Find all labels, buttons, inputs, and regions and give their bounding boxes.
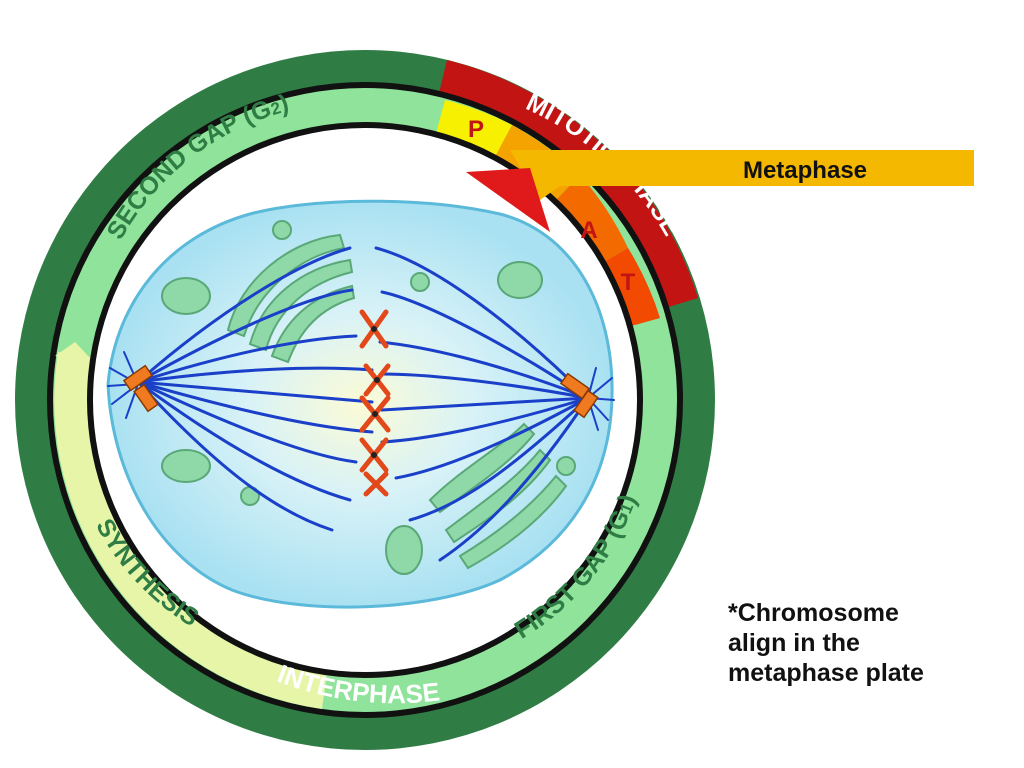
metaphase-callout-label: Metaphase: [743, 157, 867, 184]
note-line-2: align in the: [728, 629, 860, 657]
spindle-fibers: [136, 246, 590, 562]
telophase-letter: T: [621, 269, 636, 296]
anaphase-letter: A: [580, 217, 597, 244]
note-line-1: *Chromosome: [728, 599, 899, 627]
centromeres: [371, 326, 380, 458]
prophase-letter: P: [468, 116, 484, 143]
golgi-apparatus-top: [226, 233, 356, 364]
synthesis-arrow-tip: [55, 342, 92, 360]
note-line-3: metaphase plate: [728, 659, 924, 687]
centrosome-right: [559, 372, 599, 419]
metaphase-callout-bar: [510, 150, 974, 200]
centrosome-left: [122, 364, 159, 413]
current-phase-pointer: [466, 168, 550, 232]
metaphase-note: *Chromosome align in the metaphase plate: [728, 598, 1008, 688]
golgi-apparatus-bottom: [428, 422, 568, 570]
mitochondria: [161, 261, 543, 575]
